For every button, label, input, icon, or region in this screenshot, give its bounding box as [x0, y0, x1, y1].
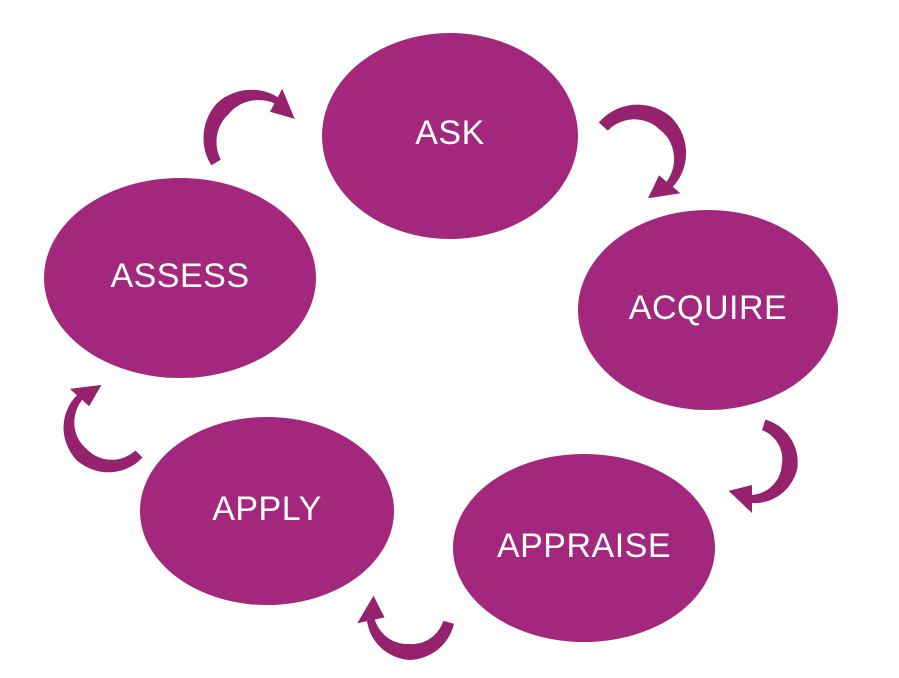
node-ellipse-acquire: [578, 210, 838, 410]
node-ellipse-assess: [44, 178, 316, 378]
curved-arrow-acquire-to-appraise: [728, 419, 798, 513]
node-acquire: ACQUIRE: [578, 210, 838, 410]
node-ellipse-ask: [322, 33, 578, 239]
node-label-ask: ASK: [415, 114, 485, 152]
node-label-acquire: ACQUIRE: [629, 289, 787, 327]
curved-arrow-ask-to-acquire: [598, 104, 687, 199]
node-assess: ASSESS: [44, 178, 316, 378]
node-label-appraise: APPRAISE: [497, 527, 671, 565]
node-ask: ASK: [322, 33, 578, 239]
node-ellipse-appraise: [453, 454, 715, 642]
node-label-assess: ASSESS: [110, 257, 249, 295]
node-ellipse-apply: [140, 417, 394, 605]
curved-arrow-appraise-to-apply: [357, 595, 454, 660]
curved-arrow-apply-to-assess: [63, 384, 143, 473]
node-appraise: APPRAISE: [453, 454, 715, 642]
node-apply: APPLY: [140, 417, 394, 605]
node-label-apply: APPLY: [212, 490, 322, 528]
curved-arrow-assess-to-ask: [203, 88, 295, 166]
